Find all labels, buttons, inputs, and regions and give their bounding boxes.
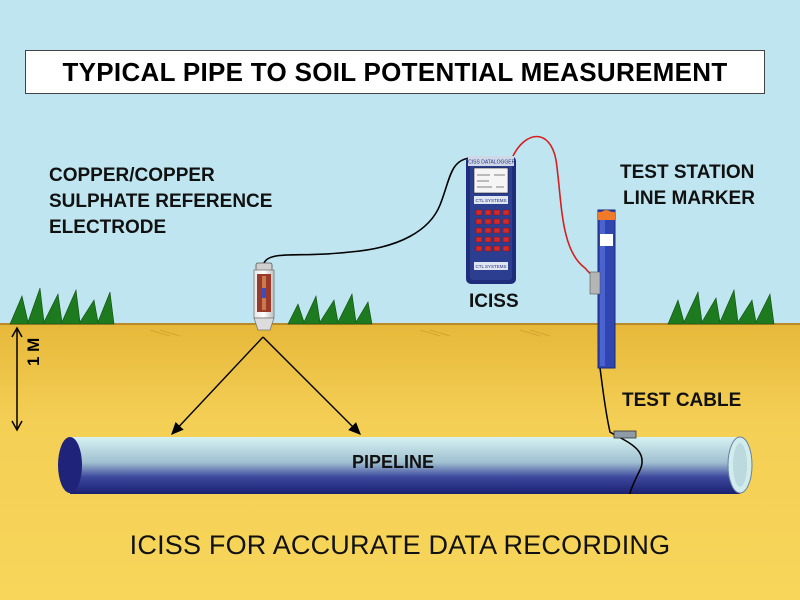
device-brand-bottom: CTL SYSTEMS (475, 264, 506, 269)
grass-tuft-center (287, 293, 373, 325)
test-station-marker (589, 209, 616, 369)
test-station-label-line2: LINE MARKER (623, 188, 755, 209)
test-station-label: TEST STATION LINE MARKER (620, 160, 755, 212)
pipeline-label: PIPELINE (352, 452, 435, 472)
arrow-left (171, 336, 264, 436)
depth-indicator (11, 326, 23, 432)
page-title: TYPICAL PIPE TO SOIL POTENTIAL MEASUREME… (62, 56, 728, 87)
iciss-label: ICISS (469, 291, 519, 312)
pipeline (58, 436, 753, 494)
test-cable-label: TEST CABLE (622, 390, 742, 411)
grass-tuft-left (9, 287, 115, 325)
iciss-datalogger: ICISS DATALOGGER CTL SYSTEMS CTL SYSTEMS (466, 156, 516, 284)
arrow-right (262, 336, 361, 435)
cable-clamp (613, 430, 637, 439)
depth-label: 1 M (24, 337, 43, 366)
title-box: TYPICAL PIPE TO SOIL POTENTIAL MEASUREME… (25, 50, 765, 94)
test-station-label-line1: TEST STATION (620, 162, 755, 183)
electrode-lead (263, 157, 471, 264)
test-cable-wire (599, 367, 643, 495)
soil-texture (149, 329, 551, 337)
footer-caption: ICISS FOR ACCURATE DATA RECORDING (129, 530, 671, 560)
device-brand-top: CTL SYSTEMS (475, 198, 506, 203)
electrode-label-line2: SULPHATE REFERENCE (49, 191, 273, 212)
electrode-label-line3: ELECTRODE (49, 217, 167, 238)
device-header: ICISS DATALOGGER (467, 160, 516, 166)
reference-electrode (253, 262, 275, 331)
electrode-label-line1: COPPER/COPPER (49, 165, 215, 186)
grass-tuft-right (667, 288, 775, 325)
electrode-label: COPPER/COPPER SULPHATE REFERENCE ELECTRO… (49, 163, 272, 241)
